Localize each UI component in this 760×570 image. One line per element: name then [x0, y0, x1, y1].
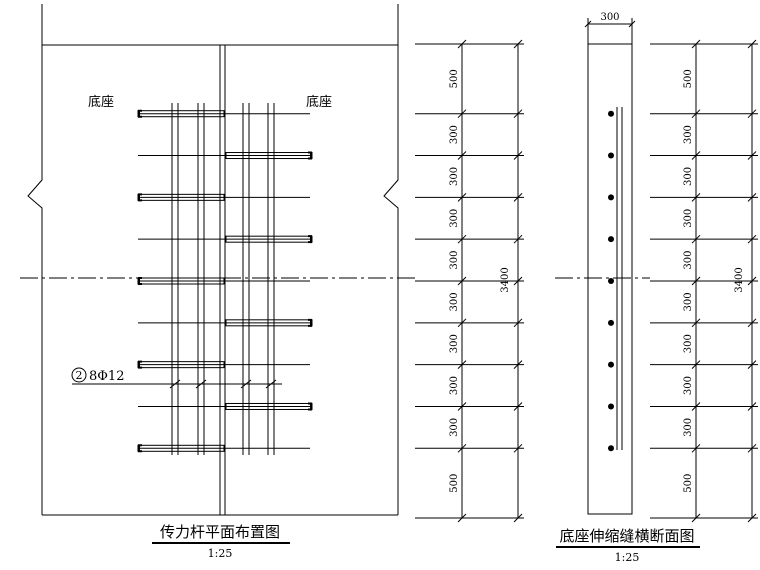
dimension-label: 300 [683, 209, 694, 228]
dimension-label: 300 [449, 125, 460, 144]
dowel-dot [608, 278, 614, 284]
dimension-label: 300 [683, 376, 694, 395]
dimension-label: 300 [683, 292, 694, 311]
dimension-label: 300 [449, 251, 460, 270]
dowel-dot [608, 236, 614, 243]
section-view: 300 底座伸缩缝横断面图 1:25 500 300 300 300 300 300 300… [555, 12, 758, 564]
section-dimension-chain: 500 300 300 300 300 300 300 300 300 500 3400 [650, 39, 758, 523]
plan-title: 传力杆平面布置图 [160, 523, 280, 541]
plan-view: 底座 底座 2 8Φ12 传力杆平面布置图 1:25 500 300 300 300 3… [20, 4, 524, 560]
dowel-dot [608, 445, 614, 452]
dimension-label: 300 [449, 167, 460, 186]
dimension-label: 300 [449, 292, 460, 311]
callout-text: 8Φ12 [89, 369, 124, 384]
base-right-label: 底座 [306, 94, 332, 110]
longitudinal-bars [171, 103, 275, 455]
section-outline [587, 43, 633, 515]
plan-dimension-chain: 500 300 300 300 300 300 300 300 300 500 3400 [415, 39, 524, 523]
dowel-bar [138, 151, 313, 160]
dimension-label: 300 [449, 418, 460, 437]
dowel-bar [138, 402, 313, 411]
width-dimension: 300 [600, 12, 619, 23]
dowel-bar [138, 318, 313, 327]
dimension-label: 300 [683, 334, 694, 353]
section-total-dimension: 3400 [734, 267, 745, 292]
base-left-label: 底座 [88, 94, 114, 110]
dimension-label: 300 [449, 209, 460, 228]
section-scale: 1:25 [615, 551, 640, 564]
callout-number: 2 [76, 369, 83, 382]
dowel-dot [608, 319, 614, 326]
dimension-label: 300 [683, 251, 694, 270]
dowel-bar [137, 444, 310, 453]
section-title: 底座伸缩缝横断面图 [559, 527, 694, 545]
dowel-bar [137, 360, 310, 369]
dowel-bar [137, 109, 310, 118]
dimension-label: 500 [683, 474, 694, 493]
dimension-label: 300 [683, 418, 694, 437]
rebar-callout: 2 8Φ12 [71, 367, 282, 389]
callout-circle [71, 367, 87, 383]
dimension-label: 500 [449, 69, 460, 88]
dimension-label: 300 [683, 167, 694, 186]
dimension-label: 300 [449, 376, 460, 395]
dowel-bar [137, 277, 310, 285]
dimension-label: 500 [449, 474, 460, 493]
dowel-dot [608, 361, 614, 368]
dimension-label: 500 [683, 69, 694, 88]
dowel-bar [138, 235, 313, 244]
dowel-dot [608, 403, 614, 410]
dimension-label: 300 [449, 334, 460, 353]
dowel-dot [608, 194, 614, 201]
dowel-bars [137, 109, 313, 453]
base-left-edge [27, 4, 399, 515]
plan-scale: 1:25 [208, 547, 233, 560]
dowel-cross-sections [608, 110, 614, 452]
dimension-label: 300 [683, 125, 694, 144]
dowel-dot [608, 152, 614, 159]
dowel-dot [608, 110, 614, 117]
dowel-bar [137, 193, 310, 202]
plan-total-dimension: 3400 [500, 267, 511, 292]
